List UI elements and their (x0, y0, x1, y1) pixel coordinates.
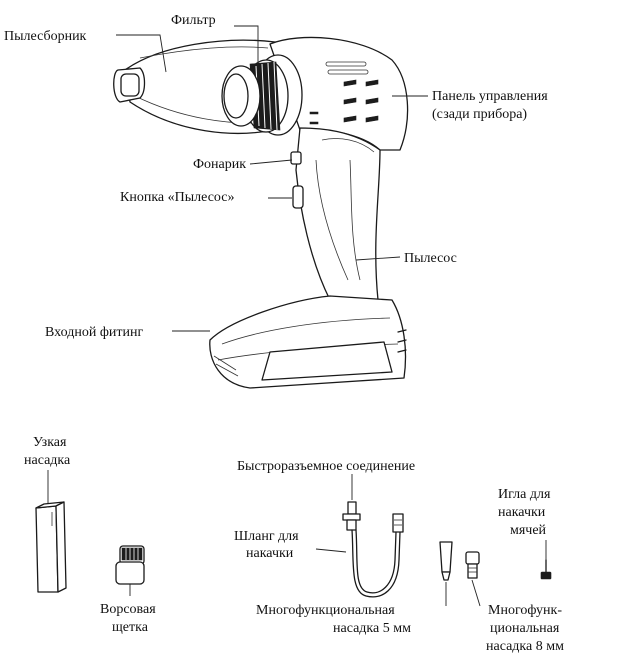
label-multi-nozzle-8-3: насадка 8 мм (486, 639, 564, 654)
vacuum-device-illustration (113, 36, 409, 389)
label-inflation-hose-1: Шланг для (234, 529, 299, 544)
inflation-hose-illustration (315, 474, 404, 598)
label-flashlight: Фонарик (193, 157, 246, 172)
label-inlet-fitting: Входной фитинг (45, 325, 143, 340)
label-inflation-hose-2: накачки (246, 546, 294, 561)
label-ball-needle-1: Игла для (498, 487, 551, 502)
label-multi-nozzle-5-1: Многофункциональная (256, 603, 395, 618)
label-narrow-nozzle-1: Узкая (33, 435, 67, 450)
label-bristle-brush-1: Ворсовая (100, 602, 156, 617)
label-multi-nozzle-5-2: насадка 5 мм (333, 621, 411, 636)
bristle-brush-illustration (115, 545, 145, 596)
label-vacuum-button: Кнопка «Пылесос» (120, 190, 234, 205)
label-narrow-nozzle-2: насадка (24, 453, 71, 468)
leader-lines (116, 25, 428, 332)
label-filter: Фильтр (171, 13, 216, 28)
label-quick-connector: Быстроразъемное соединение (237, 459, 415, 474)
label-bristle-brush-2: щетка (112, 620, 149, 635)
label-vacuum: Пылесос (404, 251, 457, 266)
label-ball-needle-3: мячей (510, 523, 547, 538)
label-multi-nozzle-8-2: циональная (490, 621, 560, 636)
handle-shape (295, 127, 381, 301)
nozzle-8mm-illustration (465, 551, 481, 607)
label-control-panel-1: Панель управления (432, 89, 548, 104)
label-dust-container: Пылесборник (4, 29, 87, 44)
ball-needle-illustration (540, 540, 552, 580)
label-multi-nozzle-8-1: Многофунк- (488, 603, 562, 618)
label-control-panel-2: (сзади прибора) (432, 107, 527, 122)
label-ball-needle-2: накачки (498, 505, 546, 520)
nozzle-5mm-illustration (439, 541, 453, 606)
narrow-nozzle-illustration (35, 470, 67, 593)
